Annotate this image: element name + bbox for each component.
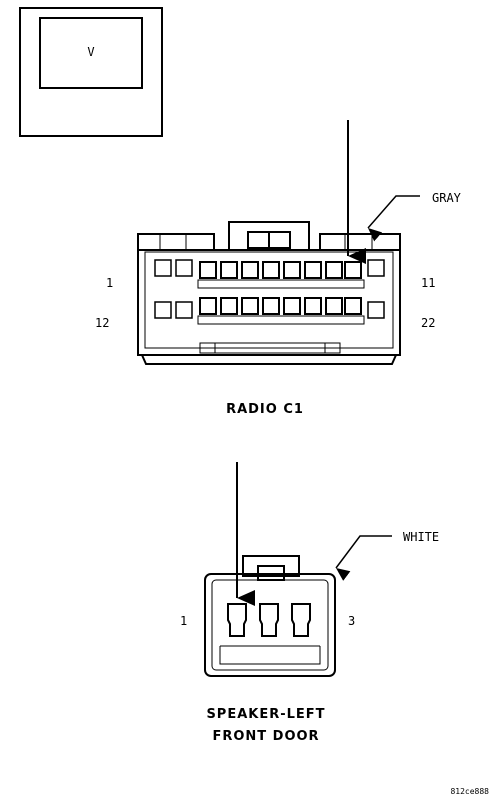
view-letter: V (87, 45, 94, 59)
speaker-pin-label-3: 3 (348, 614, 355, 628)
cavity-row-top (154, 259, 385, 289)
radio-pin-label-11: 11 (421, 276, 435, 290)
radio-connector-title: RADIO C1 (226, 402, 304, 417)
radio-c1-connector: 1 11 12 22 (95, 221, 435, 365)
view-indicator: V (19, 7, 163, 137)
speaker-wire-color: WHITE (403, 530, 439, 544)
speaker-pin-label-1: 1 (180, 614, 187, 628)
speaker-title-line1: SPEAKER-LEFT (206, 707, 325, 722)
cavity-row-bottom (154, 297, 385, 325)
figure-id: 812ce888 (450, 787, 489, 796)
radio-pin-label-22: 22 (421, 316, 435, 330)
speaker-title-line2: FRONT DOOR (212, 729, 319, 744)
radio-pin-label-12: 12 (95, 316, 109, 330)
speaker-cavity-1 (227, 603, 247, 637)
gray-callout-leader (367, 195, 420, 242)
radio-wire-color: GRAY (432, 191, 462, 205)
radio-pin-label-1: 1 (106, 276, 113, 290)
speaker-cavity-3 (291, 603, 311, 637)
speaker-cavity-2 (259, 603, 279, 637)
white-callout-leader (335, 535, 392, 581)
speaker-connector: 1 3 (180, 555, 355, 677)
